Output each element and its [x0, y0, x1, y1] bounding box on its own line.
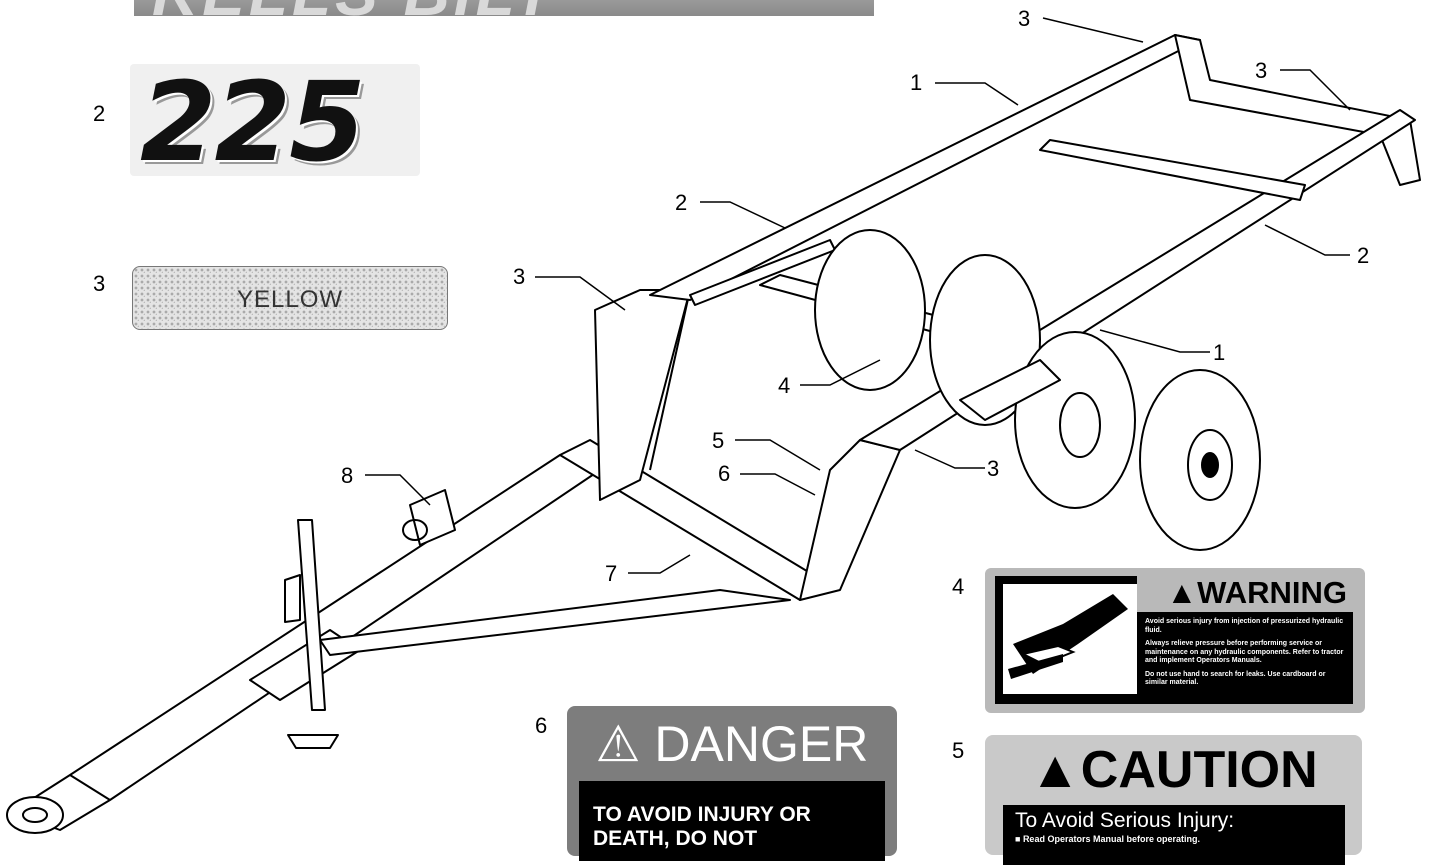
reflector-label: YELLOW: [236, 286, 344, 313]
legend-number-warning: 4: [952, 574, 965, 599]
legend-number-model: 2: [93, 101, 106, 126]
warning-decal: ▲WARNING Avoid serious injury from injec…: [985, 568, 1365, 713]
logo-decal: KELLS BILT: [134, 0, 874, 16]
yellow-reflector-decal: YELLOW: [132, 266, 448, 330]
warning-text: Avoid serious injury from injection of p…: [1145, 618, 1345, 693]
danger-title: ⚠ DANGER: [595, 716, 869, 772]
danger-line-2: DEATH, DO NOT: [593, 827, 758, 850]
hand-injection-icon: [1008, 594, 1128, 679]
callout-1-right: 1: [1213, 340, 1226, 365]
callout-7: 7: [605, 561, 618, 586]
legend-number-reflector: 3: [93, 271, 106, 296]
callout-3-right: 3: [1255, 58, 1268, 83]
model-number-text: 225: [140, 58, 366, 186]
danger-title-text: DANGER: [654, 716, 869, 772]
warning-panel: ▲WARNING Avoid serious injury from injec…: [995, 574, 1353, 704]
danger-body: TO AVOID INJURY OR DEATH, DO NOT: [579, 781, 885, 861]
callout-5: 5: [712, 428, 725, 453]
warning-line-2: Always relieve pressure before performin…: [1145, 640, 1344, 664]
warning-title: ▲WARNING: [1137, 574, 1353, 612]
callout-1-top: 1: [910, 70, 923, 95]
callout-6: 6: [718, 461, 731, 486]
callout-3-left: 3: [513, 264, 526, 289]
caution-title-text: CAUTION: [1080, 741, 1318, 799]
caution-line-1: To Avoid Serious Injury:: [1015, 809, 1235, 832]
warning-line-1: Avoid serious injury from injection of p…: [1145, 618, 1344, 634]
caution-line-2-text: Read Operators Manual before operating.: [1022, 834, 1200, 844]
model-number-decal: 225: [130, 58, 420, 186]
callout-2-mid: 2: [675, 190, 688, 215]
caution-title: ▲CAUTION: [1029, 741, 1318, 799]
legend-number-danger: 6: [535, 713, 548, 738]
danger-decal: ⚠ DANGER TO AVOID INJURY OR DEATH, DO NO…: [567, 706, 897, 861]
danger-line-1: TO AVOID INJURY OR: [593, 803, 811, 826]
callout-8: 8: [341, 463, 354, 488]
callout-2-right: 2: [1357, 243, 1370, 268]
callout-3-low: 3: [987, 456, 1000, 481]
warning-title-text: WARNING: [1197, 575, 1347, 610]
caution-decal: ▲CAUTION To Avoid Serious Injury: ■ Read…: [985, 735, 1362, 865]
logo-decal-text: KELLS BILT: [152, 0, 557, 16]
leader-lines: [365, 17, 1351, 574]
legend-number-caution: 5: [952, 738, 965, 763]
callout-3-top: 3: [1018, 6, 1031, 31]
warning-line-3: Do not use hand to search for leaks. Use…: [1145, 670, 1326, 687]
callout-4: 4: [778, 373, 791, 398]
caution-line-2: ■ Read Operators Manual before operating…: [1015, 834, 1200, 844]
caution-body: To Avoid Serious Injury: ■ Read Operator…: [1003, 805, 1345, 865]
trailer-frame-drawing: [6, 17, 1421, 834]
hydraulic-injection-pictogram: [1003, 584, 1137, 694]
